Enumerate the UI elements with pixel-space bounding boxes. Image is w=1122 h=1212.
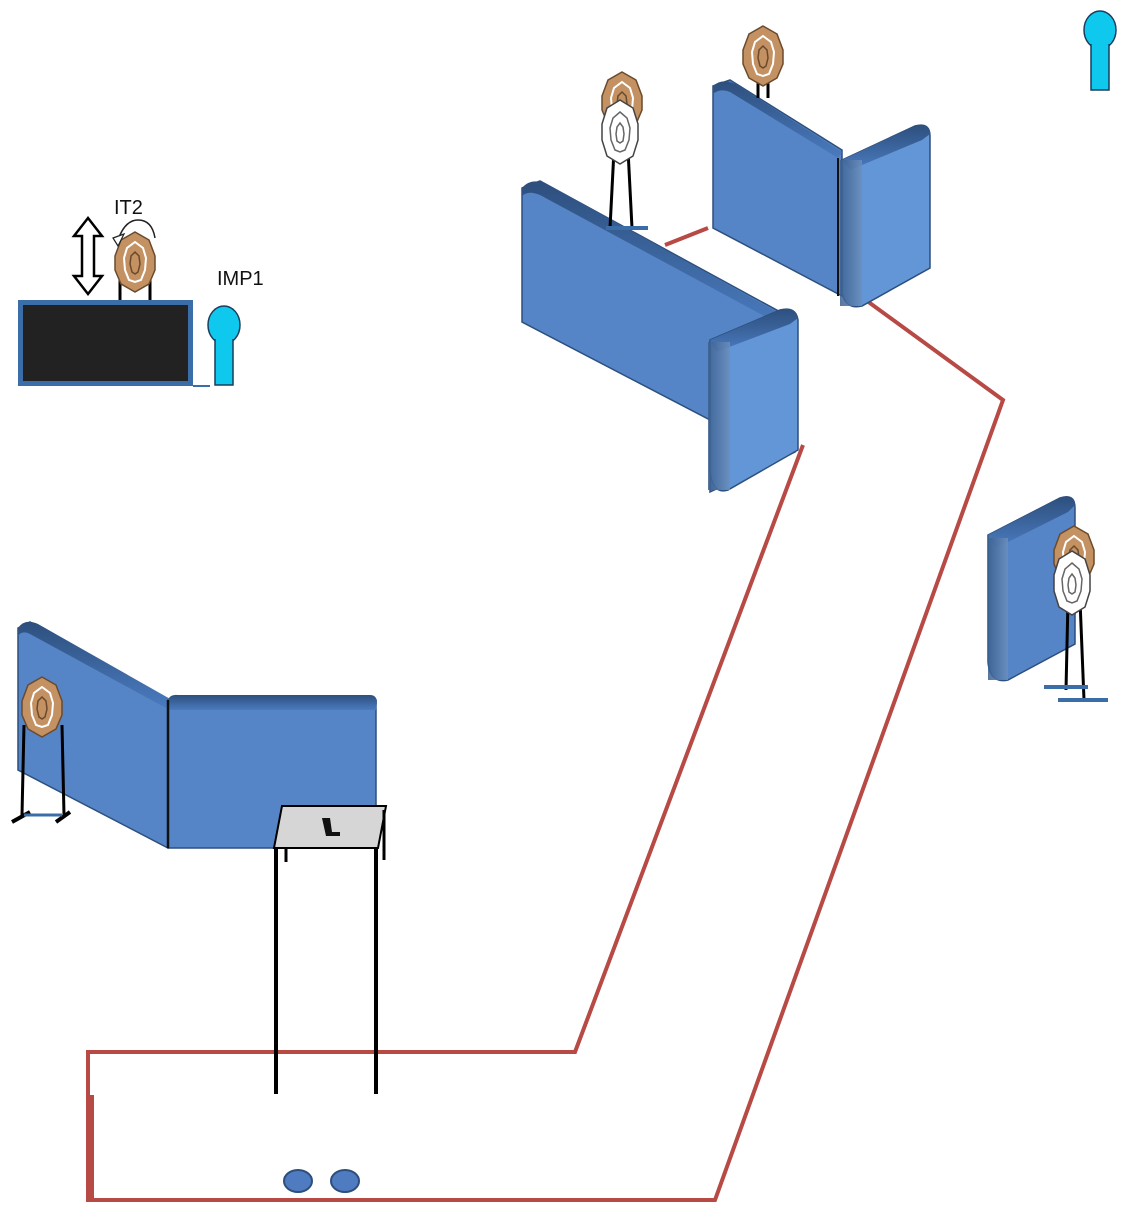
- start-marker-left: [283, 1169, 313, 1193]
- target-left: [11, 676, 72, 824]
- fault-line-left: [86, 288, 1006, 1202]
- fault-line-top: [664, 226, 709, 247]
- steel-popper-icon: [1083, 10, 1117, 91]
- swing-arrow-icon: [117, 219, 156, 241]
- label-imp1: IMP1: [217, 268, 264, 290]
- steel-popper-icon: [207, 305, 241, 386]
- popper-imp1: [207, 305, 241, 386]
- vertical-arrow-icon: [71, 215, 105, 297]
- barrier-top-right: [712, 79, 931, 308]
- no-shoot-target-icon: [601, 99, 639, 165]
- start-table: [272, 805, 388, 1094]
- fault-line-inner: [90, 444, 805, 1054]
- barrier-center: [521, 180, 799, 494]
- popper-top-right: [1083, 10, 1117, 91]
- label-it2: IT2: [114, 197, 143, 219]
- no-shoot-target-icon: [1053, 550, 1091, 616]
- moving-target-it2: [71, 215, 156, 300]
- cardboard-target-icon: [742, 25, 784, 87]
- barrier-left: [17, 621, 377, 850]
- target-right-with-no-shoot: [1044, 525, 1108, 702]
- cardboard-target-icon: [21, 676, 63, 738]
- hard-cover: [18, 300, 210, 387]
- fault-line: [86, 226, 1006, 1202]
- start-position: [283, 1169, 360, 1193]
- barrier-right: [987, 496, 1076, 682]
- pistol-icon: [322, 818, 340, 836]
- start-marker-right: [330, 1169, 360, 1193]
- target-top-right: [742, 25, 784, 98]
- target-center-with-no-shoot: [601, 71, 648, 230]
